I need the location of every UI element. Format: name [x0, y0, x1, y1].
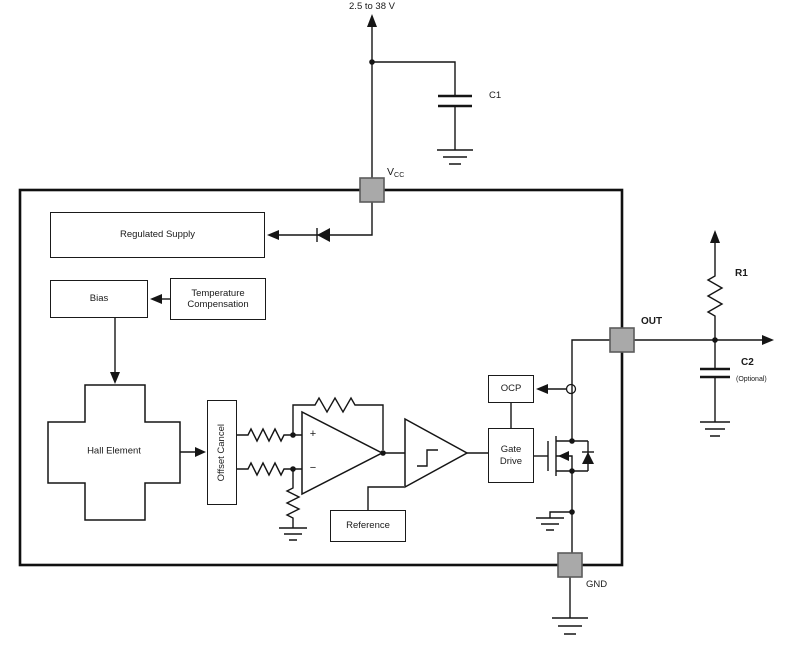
out-pin-pad	[609, 327, 635, 353]
opamp-symbol	[301, 410, 384, 496]
out-pin-label: OUT	[641, 316, 663, 327]
out-external-wire	[634, 335, 774, 345]
mosfet-body-arrow-icon	[558, 451, 569, 461]
hall-element-label: Hall Element	[87, 445, 141, 457]
c2-label: C2	[741, 357, 754, 368]
gnd-external-wire	[552, 577, 588, 635]
c2-ground-symbol	[700, 421, 730, 437]
r1-resistor-symbol	[706, 230, 724, 340]
supply-rail	[367, 14, 456, 180]
r1-up-arrow-icon	[710, 230, 720, 243]
resistor-ground-symbol	[279, 527, 307, 541]
drain-to-out-wire	[571, 339, 610, 441]
supply-up-arrow-icon	[367, 14, 377, 27]
out-arrow-icon	[762, 335, 774, 345]
c1-label: C1	[489, 90, 502, 101]
c2-capacitor-symbol	[700, 340, 730, 437]
gnd-ground-symbol	[552, 617, 588, 635]
regulated-supply-block: Regulated Supply	[50, 212, 265, 258]
gnd-pin-pad	[557, 552, 583, 578]
temperature-compensation-block: Temperature Compensation	[170, 278, 266, 320]
reference-block: Reference	[330, 510, 406, 542]
gnd-pin-label: GND	[586, 579, 608, 590]
source-to-gnd-wire	[536, 471, 575, 553]
c1-ground-symbol	[437, 149, 473, 165]
ocp-block: OCP	[488, 375, 534, 403]
hysteresis-icon	[417, 449, 438, 467]
comparator-symbol	[404, 417, 469, 489]
vcc-pin-pad	[359, 177, 385, 203]
bias-to-hall-arrow	[110, 318, 120, 384]
hall-to-offset-arrow	[180, 447, 206, 457]
sense-node-circle	[565, 383, 577, 395]
opamp-plus-label: +	[309, 428, 317, 440]
vcc-pin-label: VCC	[387, 166, 405, 179]
internal-diode-symbol	[316, 228, 330, 242]
mosfet-symbol	[534, 436, 594, 476]
ocp-sense-wire	[536, 383, 577, 395]
body-diode-symbol	[582, 441, 594, 471]
reference-wire	[367, 486, 404, 510]
c2-optional-note: (Optional)	[736, 376, 767, 383]
tempcomp-to-bias-arrow	[150, 294, 170, 304]
internal-ground-symbol	[536, 517, 564, 531]
r1-label: R1	[735, 268, 748, 279]
regulated-supply-arrow-icon	[267, 230, 279, 240]
gate-drive-block: Gate Drive	[488, 428, 534, 483]
supply-range-label: 2.5 to 38 V	[349, 1, 395, 12]
ocp-arrow-icon	[536, 384, 548, 394]
bias-block: Bias	[50, 280, 148, 318]
c1-capacitor-symbol	[437, 94, 473, 165]
hall-element-symbol	[47, 384, 181, 521]
vcc-internal-wire	[267, 202, 373, 242]
offset-cancel-block: Offset Cancel	[207, 400, 237, 505]
opamp-minus-label: −	[309, 462, 317, 474]
bias-resistor-to-ground-symbol	[279, 469, 307, 541]
